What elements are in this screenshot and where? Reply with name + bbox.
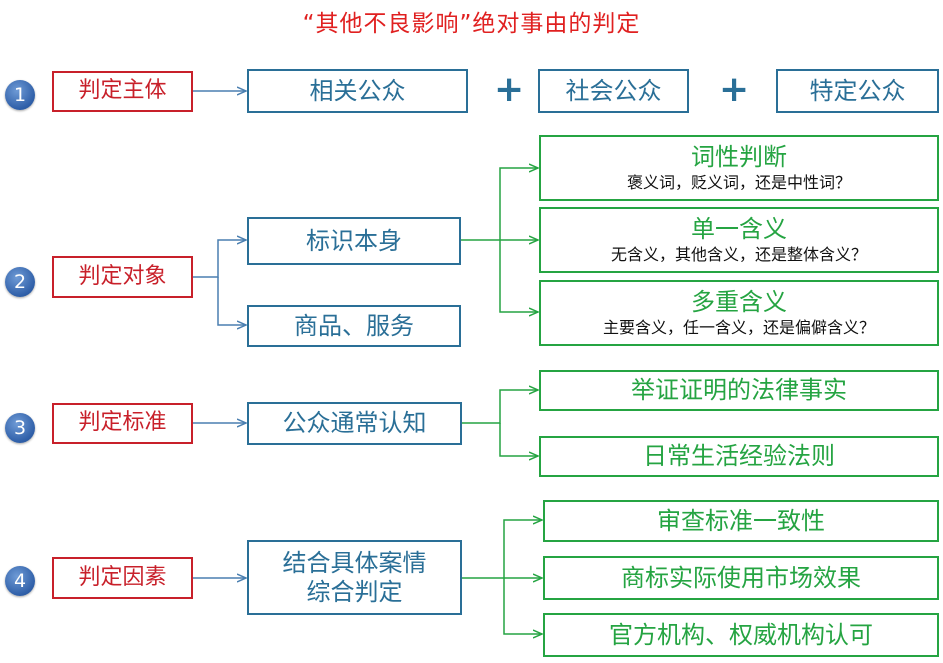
basis-public-cognition: 公众通常认知 bbox=[247, 402, 462, 445]
row-number-badge: 1 bbox=[5, 80, 35, 110]
detail-question: 无含义，其他含义，还是整体含义？ bbox=[610, 245, 867, 265]
basis-case-synthesis: 结合具体案情 综合判定 bbox=[247, 540, 462, 615]
detail-title: 词性判断 bbox=[691, 142, 787, 171]
basis-line: 综合判定 bbox=[306, 577, 403, 606]
arrow-mark-to-part-of-speech bbox=[499, 168, 538, 240]
item-standard-consistency: 审查标准一致性 bbox=[543, 500, 939, 542]
page-title: “其他不良影响”绝对事由的判定 bbox=[302, 11, 641, 37]
detail-single-meaning: 单一含义 无含义，其他含义，还是整体含义？ bbox=[539, 207, 939, 273]
arrow-cognition-to-legal-facts bbox=[462, 390, 538, 424]
row-number-badge: 2 bbox=[5, 267, 35, 297]
arrow-case-to-authority bbox=[503, 578, 542, 634]
label-factors: 判定因素 bbox=[52, 557, 193, 599]
object-mark-itself: 标识本身 bbox=[247, 217, 461, 265]
arrow-cognition-to-experience bbox=[499, 423, 538, 456]
detail-part-of-speech: 词性判断 褒义词，贬义词，还是中性词？ bbox=[539, 135, 939, 201]
detail-multiple-meanings: 多重含义 主要含义，任一含义，还是偏僻含义？ bbox=[539, 280, 939, 346]
basis-line: 结合具体案情 bbox=[282, 548, 427, 577]
object-goods-services: 商品、服务 bbox=[247, 305, 461, 347]
item-specific-public: 特定公众 bbox=[776, 69, 939, 113]
plus-sign: + bbox=[494, 69, 525, 110]
label-standard: 判定标准 bbox=[52, 403, 193, 444]
arrow-mark-to-multiple-meanings bbox=[499, 240, 538, 312]
row-number-badge: 3 bbox=[5, 413, 35, 443]
item-market-effect: 商标实际使用市场效果 bbox=[543, 556, 939, 600]
arrow-object-branch-goods bbox=[217, 277, 246, 325]
plus-sign: + bbox=[719, 69, 750, 110]
detail-title: 单一含义 bbox=[691, 214, 787, 243]
item-social-public: 社会公众 bbox=[538, 69, 689, 113]
detail-title: 多重含义 bbox=[691, 287, 787, 316]
label-subject: 判定主体 bbox=[52, 71, 193, 112]
item-legal-facts: 举证证明的法律事实 bbox=[539, 370, 939, 411]
item-authority-recognition: 官方机构、权威机构认可 bbox=[543, 613, 939, 657]
row-number-badge: 4 bbox=[5, 566, 35, 596]
item-experience-rules: 日常生活经验法则 bbox=[539, 436, 939, 477]
arrow-object-branch bbox=[193, 240, 246, 278]
arrow-case-to-consistency bbox=[503, 520, 542, 578]
detail-question: 褒义词，贬义词，还是中性词？ bbox=[626, 173, 851, 193]
item-relevant-public: 相关公众 bbox=[247, 69, 468, 113]
detail-question: 主要含义，任一含义，还是偏僻含义？ bbox=[602, 318, 875, 338]
label-object: 判定对象 bbox=[52, 256, 193, 298]
